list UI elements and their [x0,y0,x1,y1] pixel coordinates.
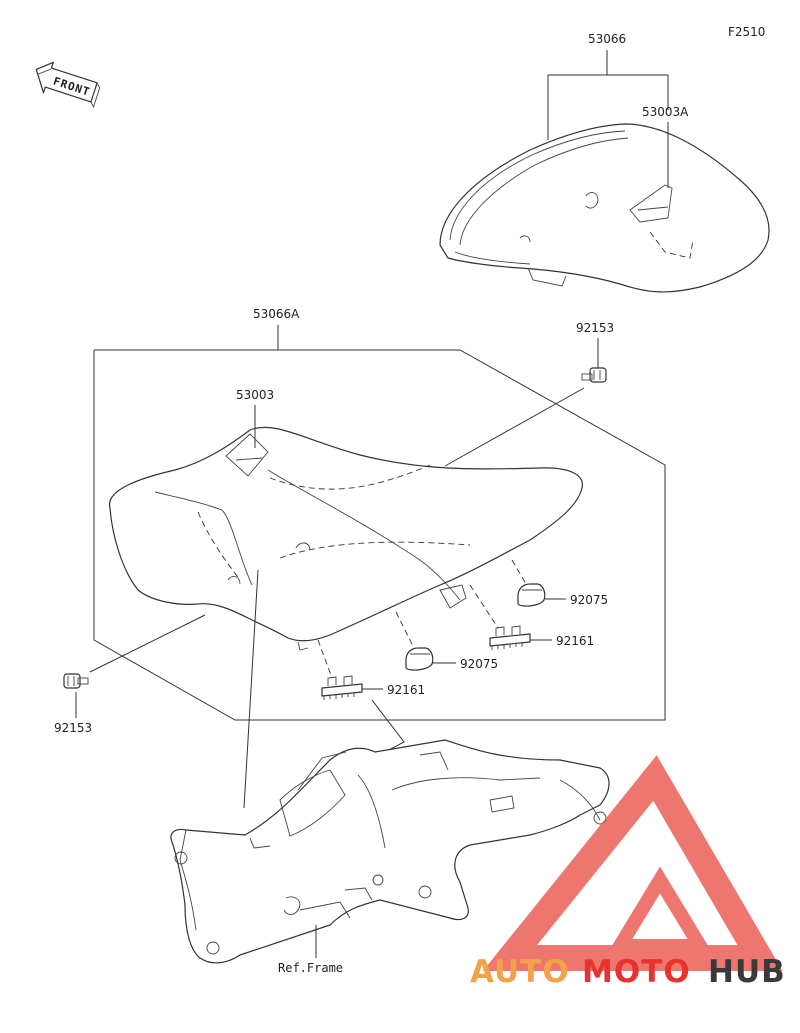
damper-center [405,647,434,671]
label-seat-front-assy: 53066A [253,307,300,321]
watermark-logo [482,755,783,971]
label-damper-center: 92075 [460,657,498,671]
bolt-right [581,367,607,383]
bolt-right-axis [444,387,585,467]
label-clip-right: 92161 [556,634,594,648]
watermark-moto: MOTO [582,954,691,990]
label-damper-right: 92075 [570,593,608,607]
rear-seat [439,123,770,293]
leader-seat-rear-assy [547,50,669,140]
label-seat-rear-cover: 53003A [642,105,689,119]
leader-seat-front-assy [93,325,666,721]
label-bolt-right: 92153 [576,321,614,335]
clip-center [321,675,363,700]
label-bolt-left: 92153 [54,721,92,735]
damper-right [517,583,546,607]
figure-code: F2510 [728,25,765,39]
front-seat [109,426,583,651]
watermark-auto: AUTO [470,954,570,990]
watermark-text: AUTO MOTO HUB [470,954,786,990]
bolt-left [63,673,89,689]
label-clip-center: 92161 [387,683,425,697]
clip-right [489,625,531,650]
label-seat-front-cover: 53003 [236,388,274,402]
watermark-hub: HUB [708,954,786,990]
bolt-left-axis [89,614,206,673]
front-arrow-icon: FRONT [35,61,101,109]
label-seat-rear-assy: 53066 [588,32,626,46]
ref-frame-label: Ref.Frame [278,961,343,975]
rear-frame [170,739,610,964]
